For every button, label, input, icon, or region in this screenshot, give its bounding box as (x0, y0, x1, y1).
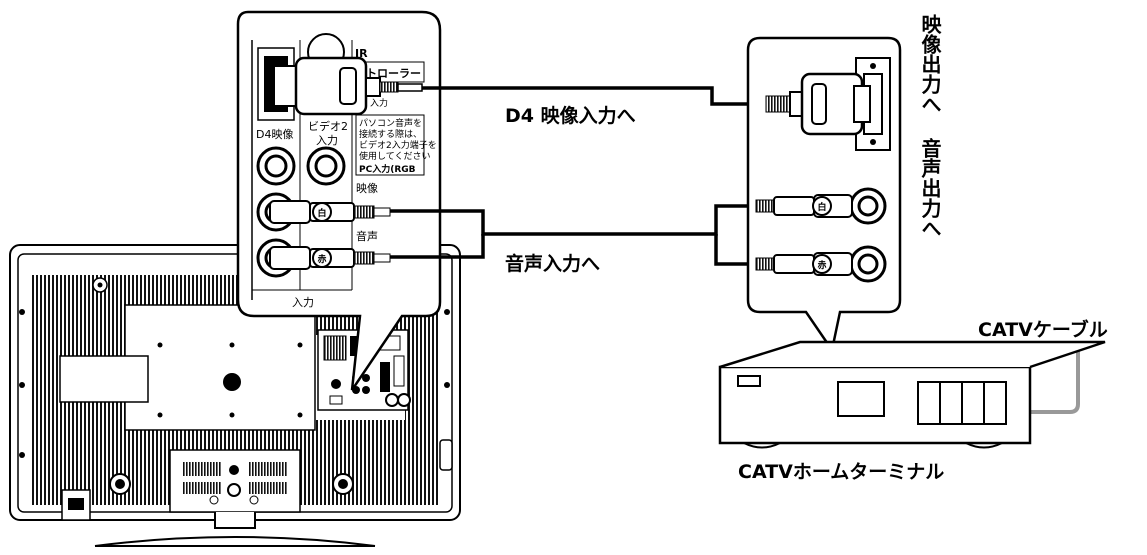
panel-pc-input-label: PC入力(RGB (359, 163, 416, 175)
panel-pc-note-3: ビデオ2入力端子を (359, 139, 437, 151)
plug-white-label: 白 (317, 207, 326, 219)
cables (390, 86, 770, 266)
catv-terminal-label: CATVホームターミナル (738, 461, 944, 483)
plug-red-label-terminal: 赤 (817, 259, 826, 271)
video-output-label: 映像出力へ (918, 14, 942, 114)
audio-input-label: 音声入力へ (505, 252, 600, 275)
panel-input-small-label: 入力 (370, 97, 388, 109)
d4-plug-terminal (765, 72, 871, 136)
audio-cable-white (390, 204, 756, 236)
panel-pc-note-2: 接続する際は、 (359, 128, 422, 140)
catv-cable-line (1018, 348, 1080, 414)
panel-bottom-input-label: 入力 (292, 296, 314, 309)
panel-audio-label: 音声 (356, 229, 378, 243)
audio-cable-red-right (714, 234, 756, 266)
catv-cable-label: CATVケーブル (978, 318, 1108, 341)
panel-pc-note-1: パソコン音声を (359, 117, 422, 129)
catv-terminal (718, 340, 1106, 449)
plug-red-label: 赤 (317, 253, 326, 265)
rca-plug-red-panel: 赤 (269, 246, 391, 270)
panel-controller-label: トローラー (366, 67, 421, 80)
panel-input-label: 入力 (316, 134, 338, 147)
rca-plug-white-terminal: 白 (755, 194, 853, 218)
panel-callout: IR トローラー 入力 D4映像 ビデオ2 入力 パソコン音声を 接続する際は、… (236, 10, 442, 391)
panel-video-label: 映像 (356, 182, 378, 195)
rca-plug-red-terminal: 赤 (755, 252, 853, 276)
d4-cable (422, 86, 770, 106)
panel-d4-video-label: D4映像 (256, 128, 293, 141)
panel-ir-label: IR (355, 47, 368, 60)
plug-white-label-terminal: 白 (817, 201, 826, 213)
audio-output-label: 音声出力へ (918, 137, 942, 238)
terminal-callout: 白 赤 映像出力へ 音声出力へ (746, 14, 942, 354)
d4-video-input-label: D4 映像入力へ (505, 104, 636, 127)
tv-back (9, 244, 461, 547)
audio-cable-red (390, 234, 485, 259)
panel-video2-label: ビデオ2 (308, 119, 348, 133)
panel-pc-note-4: 使用してください (359, 150, 430, 162)
rca-plug-white-panel: 白 (269, 200, 391, 224)
